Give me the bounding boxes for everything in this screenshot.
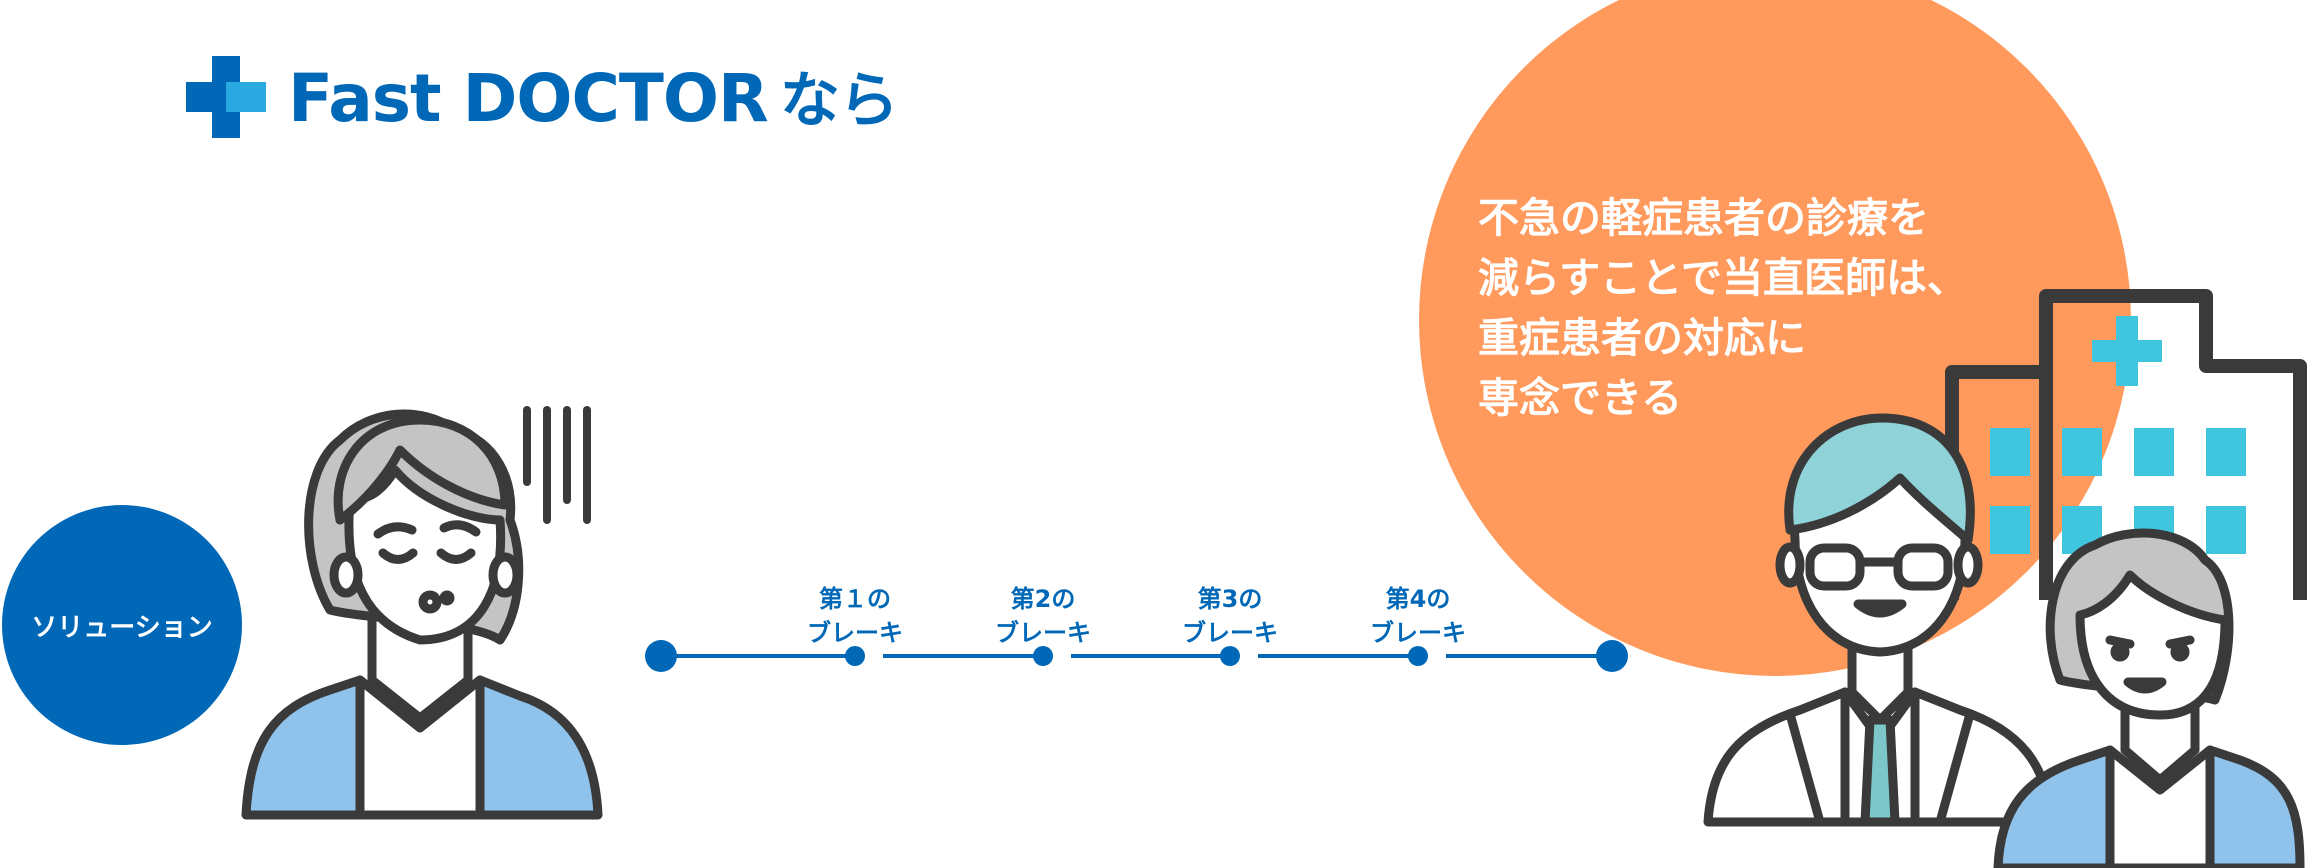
brake-timeline [645,640,1628,672]
timeline-end-dot [1596,640,1628,672]
brake-label-line1: 第2の [1010,585,1076,613]
timeline-brake-dot-4 [1408,646,1428,666]
solution-label: ソリューション [31,612,213,643]
worried-patient-illustration [241,409,603,820]
brake-label-line2: ブレーキ [1370,619,1466,647]
timeline-brake-dot-3 [1220,646,1240,666]
doctor-illustration [1703,413,2055,827]
hospital-windows [1990,428,2246,554]
brake-label-2: 第2の ブレーキ [963,582,1123,650]
solution-badge: ソリューション [2,505,242,745]
medical-cross-icon [186,56,266,138]
message-line: 減らすことで当直医師は、 [1478,254,1968,302]
brand-name: Fast DOCTOR [288,60,769,137]
timeline-brake-dot-2 [1033,646,1053,666]
brand-suffix: なら [779,66,899,136]
brake-label-line2: ブレーキ [807,619,903,647]
brake-label-1: 第１の ブレーキ [775,582,935,650]
brake-label-4: 第4の ブレーキ [1338,582,1498,650]
message-line: 専念できる [1478,374,1683,422]
caregiver-illustration [1993,528,2305,868]
timeline-brake-dot-1 [845,646,865,666]
worried-lines-icon [523,406,591,524]
brake-label-line2: ブレーキ [1182,619,1278,647]
brake-label-line1: 第3の [1197,585,1263,613]
message-line: 不急の軽症患者の診療を [1478,194,1929,242]
timeline-start-dot [645,640,677,672]
brake-label-line1: 第4の [1385,585,1451,613]
message-text: 不急の軽症患者の診療を 減らすことで当直医師は、 重症患者の対応に 専念できる [1478,188,2078,428]
brake-label-line1: 第１の [819,585,891,613]
brake-label-line2: ブレーキ [995,619,1091,647]
hospital-cross-icon [2092,316,2162,386]
brake-label-3: 第3の ブレーキ [1150,582,1310,650]
message-line: 重症患者の対応に [1478,314,1806,362]
